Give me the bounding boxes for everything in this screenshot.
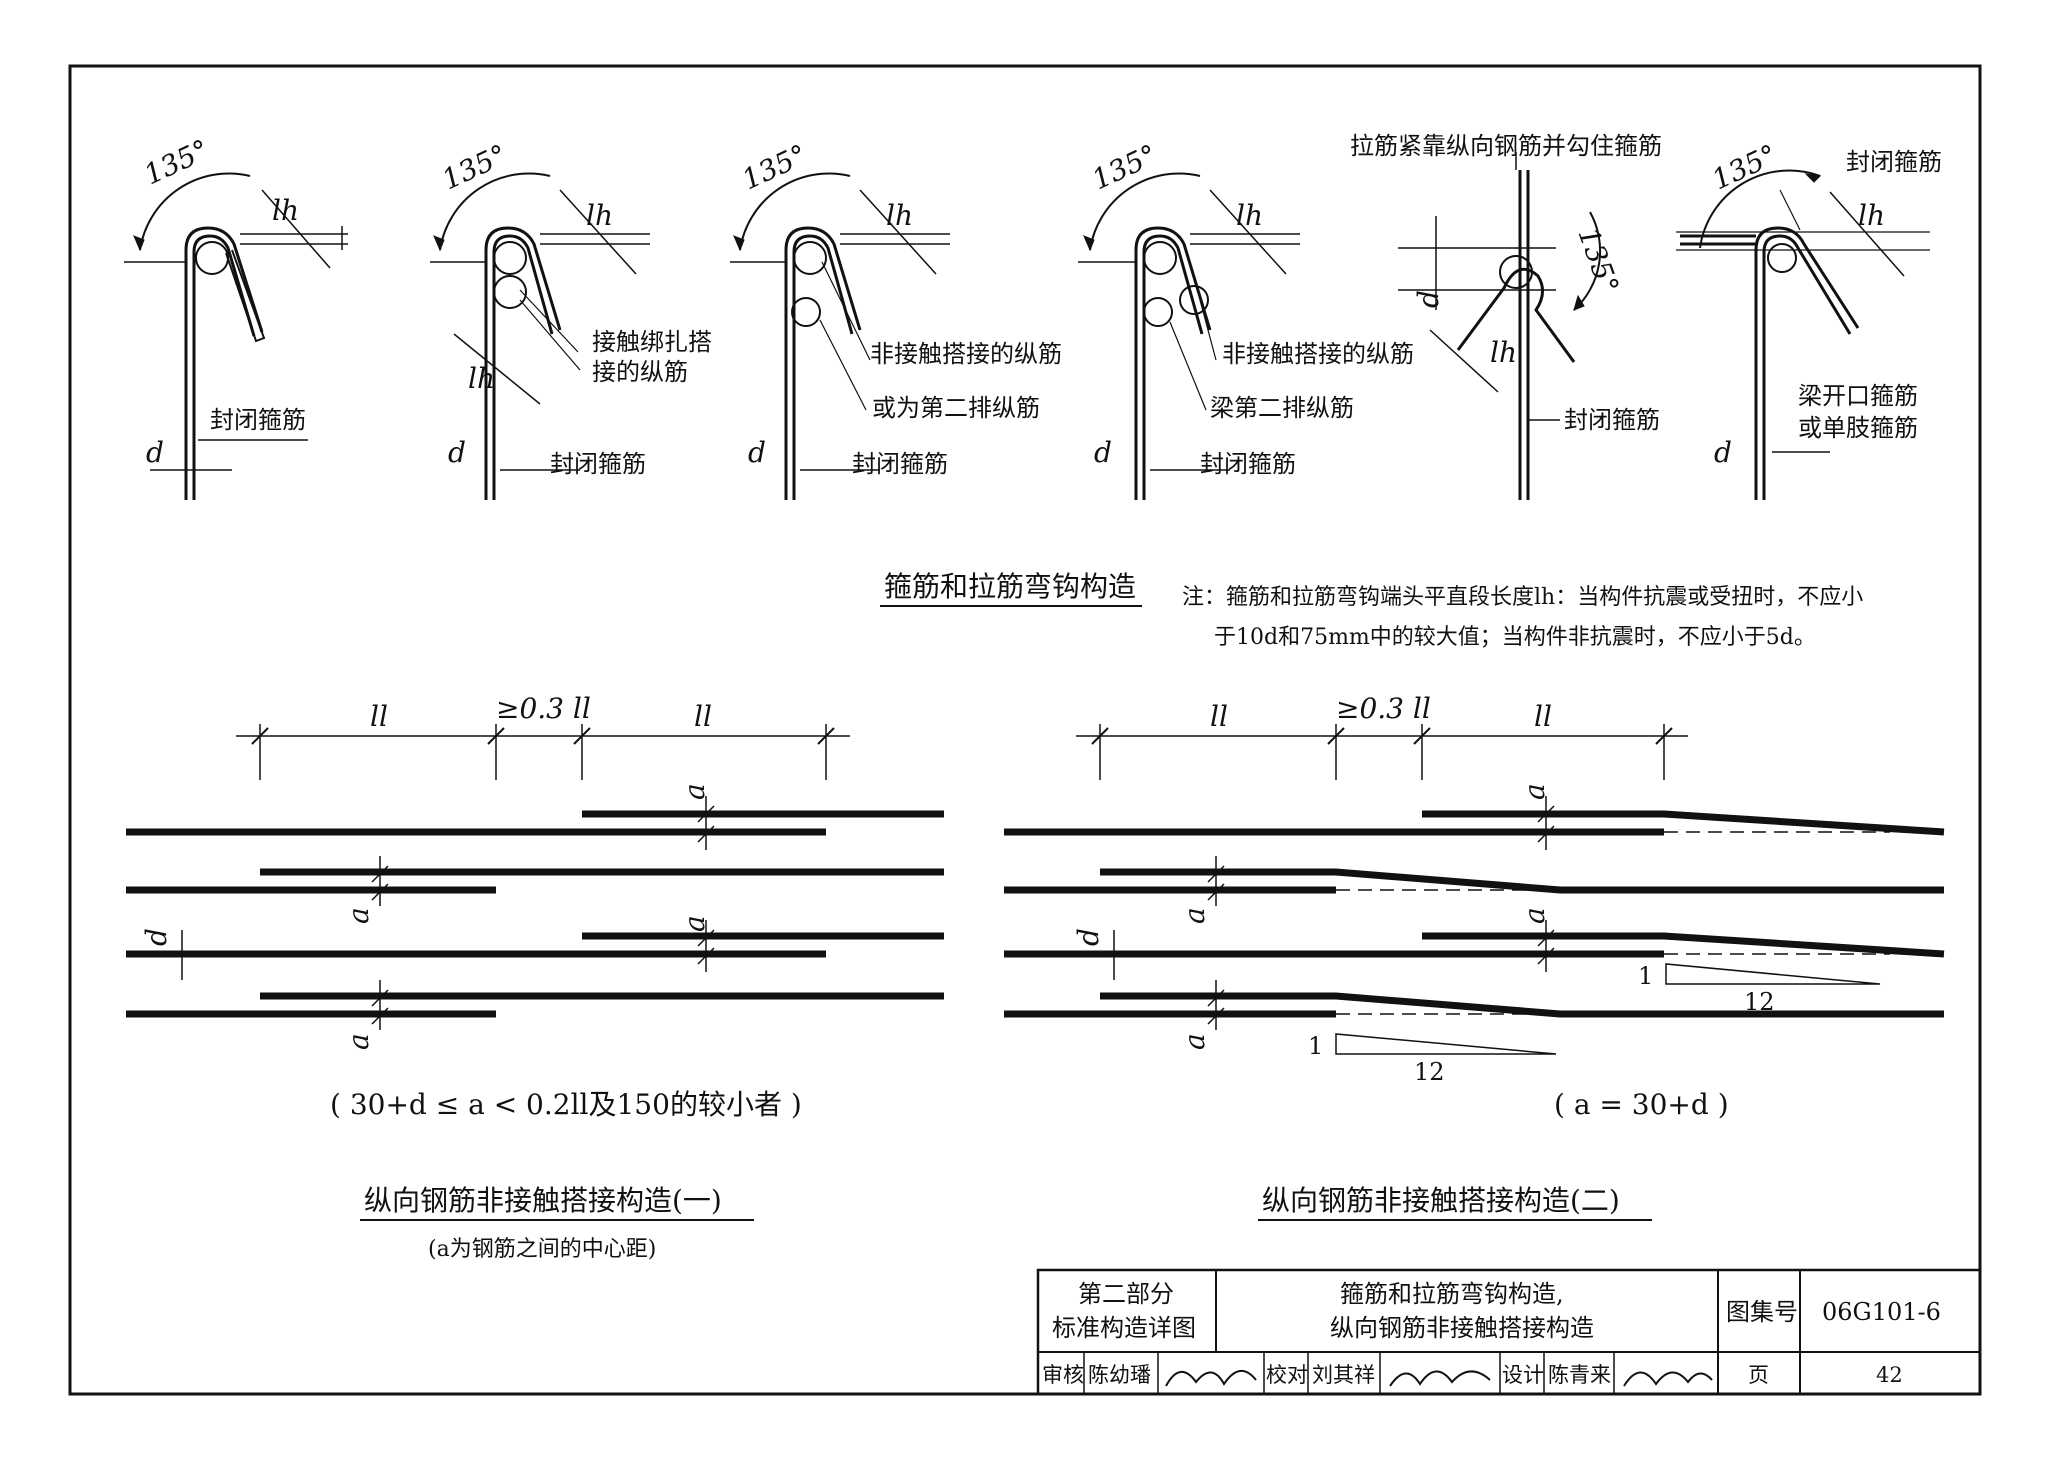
a-label-two-1: a bbox=[1518, 783, 1551, 800]
d-label-two: d bbox=[1072, 928, 1105, 946]
hook-note-line-1: 注：箍筋和拉筋弯钩端头平直段长度lh：当构件抗震或受扭时，不应小 bbox=[1182, 585, 1863, 610]
tb-part-line-1: 第二部分 bbox=[1078, 1280, 1174, 1308]
lap-one-title: 纵向钢筋非接触搭接构造(一) bbox=[364, 1184, 722, 1217]
ll-label-two-b: ll bbox=[1534, 700, 1552, 733]
lh-label-6: lh bbox=[1858, 199, 1885, 232]
lh-label-3: lh bbox=[886, 199, 913, 232]
open-stirrup-label-1: 梁开口箍筋 bbox=[1798, 382, 1918, 410]
tb-part-line-2: 标准构造详图 bbox=[1052, 1314, 1196, 1342]
gap-label-two: ≥0.3 ll bbox=[1336, 692, 1431, 725]
lap-two-title: 纵向钢筋非接触搭接构造(二) bbox=[1262, 1184, 1620, 1217]
tb-page-label: 页 bbox=[1748, 1363, 1769, 1387]
angle-label-3: 135° bbox=[737, 138, 812, 196]
a-label-two-3: a bbox=[1518, 907, 1551, 924]
tb-designer: 陈青来 bbox=[1548, 1363, 1611, 1387]
tb-reviewer: 陈幼璠 bbox=[1088, 1363, 1151, 1387]
second-row-label-3: 或为第二排纵筋 bbox=[872, 394, 1040, 422]
open-stirrup-label-2: 或单肢箍筋 bbox=[1798, 414, 1918, 442]
hook-detail-2 bbox=[430, 172, 650, 500]
ll-label-two-a: ll bbox=[1210, 700, 1228, 733]
beam-second-row-label: 梁第二排纵筋 bbox=[1210, 394, 1354, 422]
ll-label-one-b: ll bbox=[694, 700, 712, 733]
d-label-6: d bbox=[1714, 436, 1732, 469]
angle-label-4: 135° bbox=[1087, 138, 1162, 196]
tb-check-label: 校对 bbox=[1266, 1363, 1308, 1387]
a-label-one-1: a bbox=[678, 783, 711, 800]
hook-detail-4 bbox=[1078, 172, 1300, 500]
ll-label-one-a: ll bbox=[370, 700, 388, 733]
closed-stirrup-label-1: 封闭箍筋 bbox=[210, 406, 306, 434]
angle-label-2: 135° bbox=[437, 138, 512, 196]
title-block bbox=[1036, 1268, 1982, 1396]
lap-one-subtitle: (a为钢筋之间的中心距) bbox=[428, 1237, 656, 1262]
lap-splice-one bbox=[126, 724, 944, 1030]
hook-note-line-2: 于10d和75mm中的较大值；当构件非抗震时，不应小于5d。 bbox=[1214, 625, 1816, 650]
angle-label-5: 135° bbox=[1571, 223, 1625, 298]
contact-lap-label-1: 接触绑扎搭 bbox=[592, 328, 712, 356]
a-label-two-4: a bbox=[1178, 1033, 1211, 1050]
a-label-two-2: a bbox=[1178, 907, 1211, 924]
slope-label-1b: 1 bbox=[1308, 1032, 1323, 1060]
closed-stirrup-label-3: 封闭箍筋 bbox=[852, 450, 948, 478]
closed-stirrup-label-5: 封闭箍筋 bbox=[1564, 406, 1660, 434]
lap-splice-two bbox=[1004, 724, 1945, 1055]
drawing-frame bbox=[68, 64, 1982, 1396]
slope-label-1a: 1 bbox=[1638, 962, 1653, 990]
d-label-3: d bbox=[748, 436, 766, 469]
hook-detail-3 bbox=[730, 172, 950, 500]
tb-name-line-2: 纵向钢筋非接触搭接构造 bbox=[1330, 1314, 1594, 1342]
hook-section-title: 箍筋和拉筋弯钩构造 bbox=[884, 570, 1136, 603]
a-label-one-2: a bbox=[342, 907, 375, 924]
closed-stirrup-label-2: 封闭箍筋 bbox=[550, 450, 646, 478]
tb-atlas-no: 06G101-6 bbox=[1822, 1298, 1941, 1326]
gap-label-one: ≥0.3 ll bbox=[496, 692, 591, 725]
slope-label-12b: 12 bbox=[1414, 1058, 1445, 1086]
hook-detail-6 bbox=[1676, 169, 1930, 500]
d-label-5: d bbox=[1412, 290, 1445, 308]
lh-label-2b: lh bbox=[468, 362, 495, 395]
d-label-2: d bbox=[448, 436, 466, 469]
hook-detail-1 bbox=[124, 172, 348, 500]
a-label-one-3: a bbox=[678, 915, 711, 932]
tb-review-label: 审核 bbox=[1042, 1363, 1084, 1387]
angle-label-6: 135° bbox=[1707, 138, 1782, 196]
angle-label-1: 135° bbox=[139, 133, 214, 191]
lh-label-5: lh bbox=[1490, 336, 1517, 369]
lap-two-condition: ( a = 30+d ) bbox=[1554, 1088, 1729, 1121]
closed-stirrup-label-6: 封闭箍筋 bbox=[1846, 148, 1942, 176]
tie-label: 拉筋紧靠纵向钢筋并勾住箍筋 bbox=[1350, 132, 1662, 160]
hook-details: 135° lh 封闭箍筋 d 135° lh lh 接触绑扎搭 接的纵筋 封闭箍… bbox=[124, 132, 1942, 500]
lap-one-condition: ( 30+d ≤ a < 0.2ll及150的较小者 ) bbox=[330, 1088, 802, 1121]
noncontact-lap-label-4: 非接触搭接的纵筋 bbox=[1222, 340, 1414, 368]
tb-atlas-label: 图集号 bbox=[1726, 1298, 1798, 1326]
tb-design-label: 设计 bbox=[1502, 1363, 1544, 1387]
a-label-one-4: a bbox=[342, 1033, 375, 1050]
slope-label-12a: 12 bbox=[1744, 988, 1775, 1016]
lh-label-1: lh bbox=[272, 194, 299, 227]
tb-checker: 刘其祥 bbox=[1312, 1363, 1375, 1387]
lh-label-2a: lh bbox=[586, 199, 613, 232]
tb-page-no: 42 bbox=[1876, 1363, 1903, 1387]
noncontact-lap-label-3: 非接触搭接的纵筋 bbox=[870, 340, 1062, 368]
lh-label-4: lh bbox=[1236, 199, 1263, 232]
d-label-one: d bbox=[140, 928, 173, 946]
d-label-1: d bbox=[146, 436, 164, 469]
tb-name-line-1: 箍筋和拉筋弯钩构造, bbox=[1340, 1280, 1564, 1308]
closed-stirrup-label-4: 封闭箍筋 bbox=[1200, 450, 1296, 478]
d-label-4: d bbox=[1094, 436, 1112, 469]
hook-detail-5 bbox=[1398, 152, 1602, 500]
contact-lap-label-2: 接的纵筋 bbox=[592, 358, 688, 386]
